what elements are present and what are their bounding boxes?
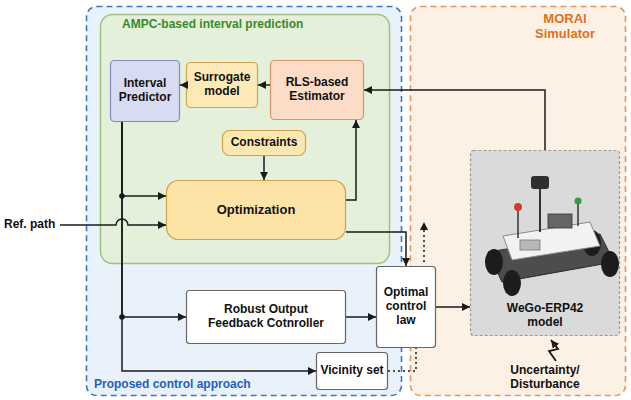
vehicle-box: WeGo-ERP42 model bbox=[470, 150, 620, 336]
prediction-region-outline bbox=[101, 15, 390, 264]
connector-arrow bbox=[180, 84, 186, 86]
simulator-region: MORAI SimulatorWeGo-ERP42 model bbox=[410, 6, 626, 396]
process-box-outline bbox=[111, 61, 180, 122]
box-label: RLS-based Estimator bbox=[274, 76, 360, 104]
box-label: Vicinity set bbox=[320, 364, 383, 378]
junction-dot bbox=[119, 314, 125, 320]
connector-arrow bbox=[122, 122, 186, 317]
process-box: Optimal control law bbox=[376, 266, 436, 348]
reference-arrow bbox=[60, 219, 166, 225]
process-box: Surrogate model bbox=[186, 62, 258, 108]
constraint-box-outline bbox=[223, 131, 306, 156]
box-label: Interval Predictor bbox=[114, 77, 176, 105]
connector-arrow bbox=[122, 122, 316, 371]
constraint-box: Constraints bbox=[222, 130, 306, 156]
connector-arrow bbox=[436, 306, 470, 308]
vehicle-box-outline bbox=[471, 151, 620, 336]
dotted-arrow bbox=[423, 222, 425, 262]
process-box-outline bbox=[167, 181, 346, 240]
region-title: Proposed control approach bbox=[94, 378, 251, 392]
process-box: RLS-based Estimator bbox=[270, 60, 364, 120]
connector-arrow bbox=[263, 156, 265, 180]
process-box: Robust Output Feedback Cotnroller bbox=[186, 290, 346, 344]
prediction-region: AMPC-based interval predictionInterval P… bbox=[100, 14, 390, 264]
process-box-outline bbox=[317, 353, 388, 390]
process-box-outline bbox=[377, 267, 436, 348]
box-label: Optimal control law bbox=[379, 286, 433, 327]
connector-arrow bbox=[122, 122, 166, 196]
box-label: Optimization bbox=[217, 203, 296, 218]
region-title: MORAI Simulator bbox=[515, 12, 615, 42]
connector-arrow bbox=[258, 84, 270, 86]
box-label: WeGo-ERP42 model bbox=[500, 302, 590, 330]
box-label: Constraints bbox=[231, 136, 298, 150]
process-box-outline bbox=[187, 63, 258, 108]
disturbance-label-holder: Uncertainty/ Disturbance bbox=[500, 364, 590, 392]
process-box: Vicinity set bbox=[316, 352, 388, 390]
process-box-outline bbox=[271, 61, 364, 120]
connector-arrow bbox=[364, 90, 545, 150]
connector-arrow bbox=[346, 316, 376, 318]
region-title: AMPC-based interval prediction bbox=[122, 18, 303, 32]
box-label: Surrogate model bbox=[190, 71, 254, 99]
connector-arrow bbox=[346, 232, 406, 266]
simulator-region-outline bbox=[411, 7, 626, 396]
input-label: Ref. path bbox=[4, 218, 55, 232]
junction-dot bbox=[119, 193, 125, 199]
disturbance-label: Uncertainty/ Disturbance bbox=[500, 364, 590, 392]
process-box: Interval Predictor bbox=[110, 60, 180, 122]
process-box-outline bbox=[187, 291, 346, 344]
box-label: Robust Output Feedback Cotnroller bbox=[202, 303, 330, 331]
connector-arrow bbox=[388, 348, 416, 371]
approach-region: Proposed control approach AMPC-based inte… bbox=[86, 6, 402, 396]
vehicle-illustration bbox=[485, 176, 619, 296]
process-box: Optimization bbox=[166, 180, 346, 240]
approach-region-outline bbox=[87, 7, 402, 396]
disturbance-bolt bbox=[549, 340, 558, 361]
connector-arrow bbox=[346, 120, 356, 200]
input-label-holder: Ref. path bbox=[4, 218, 55, 232]
